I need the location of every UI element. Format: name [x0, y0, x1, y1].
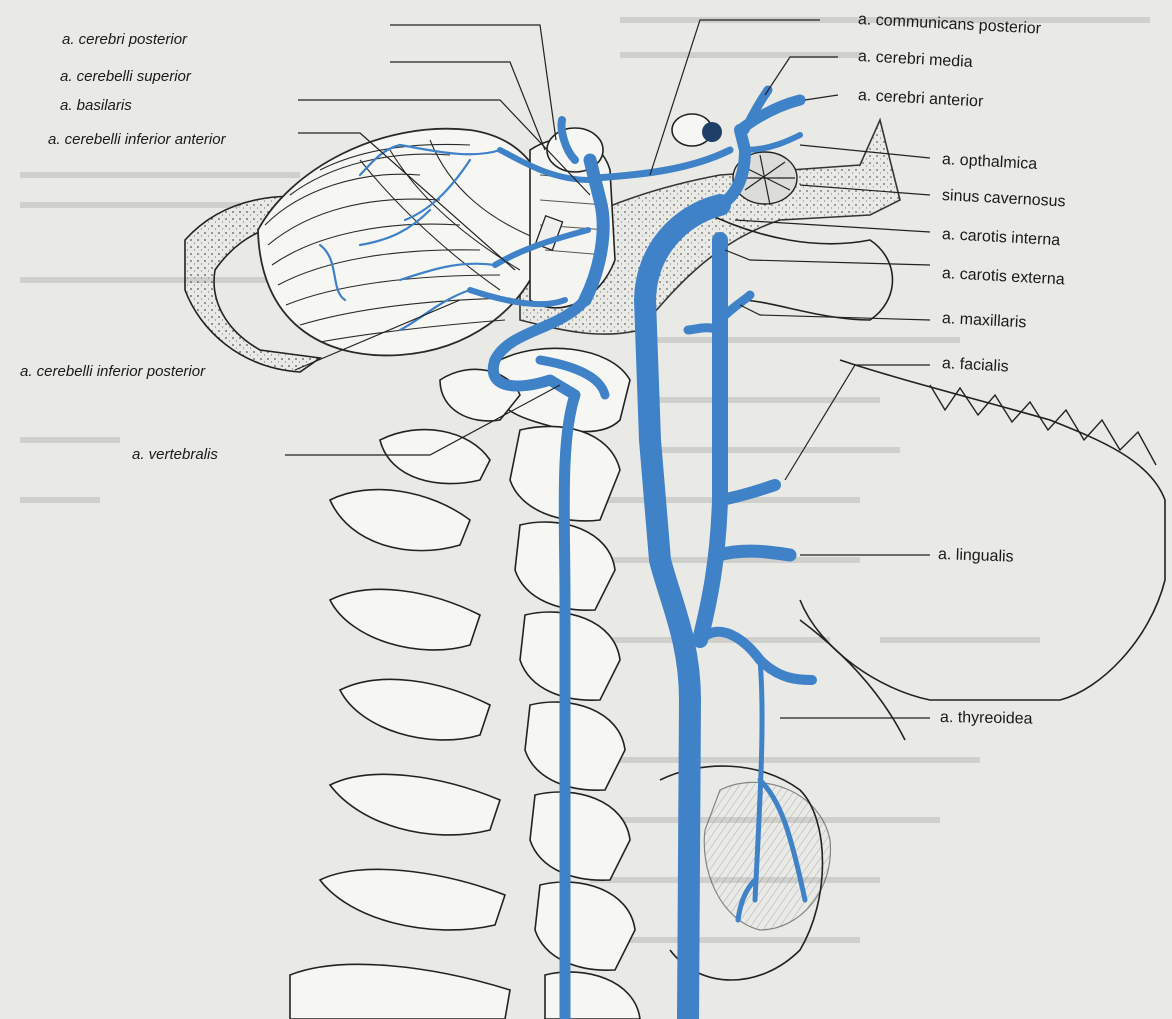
label-cerebelli-inferior-anterior: a. cerebelli inferior anterior: [48, 132, 226, 147]
label-lingualis: a. lingualis: [938, 547, 1014, 566]
label-cerebelli-inferior-posterior: a. cerebelli inferior posterior: [20, 364, 205, 379]
cervical-spine: [290, 348, 640, 1019]
communicans-posterior-vessel: [595, 150, 730, 178]
lingualis-vessel: [718, 551, 790, 555]
thyroid: [704, 782, 830, 930]
label-facialis: a. facialis: [942, 356, 1009, 375]
label-cerebelli-superior: a. cerebelli superior: [60, 69, 191, 84]
carotis-externa-vessel: [700, 240, 720, 640]
label-basilaris: a. basilaris: [60, 98, 132, 113]
label-cerebri-posterior: a. cerebri posterior: [62, 32, 187, 47]
cerebellum: [258, 129, 547, 356]
label-vertebralis: a. vertebralis: [132, 447, 218, 462]
label-thyreoidea: a. thyreoidea: [940, 710, 1033, 728]
opthalmica-vessel: [745, 135, 800, 150]
